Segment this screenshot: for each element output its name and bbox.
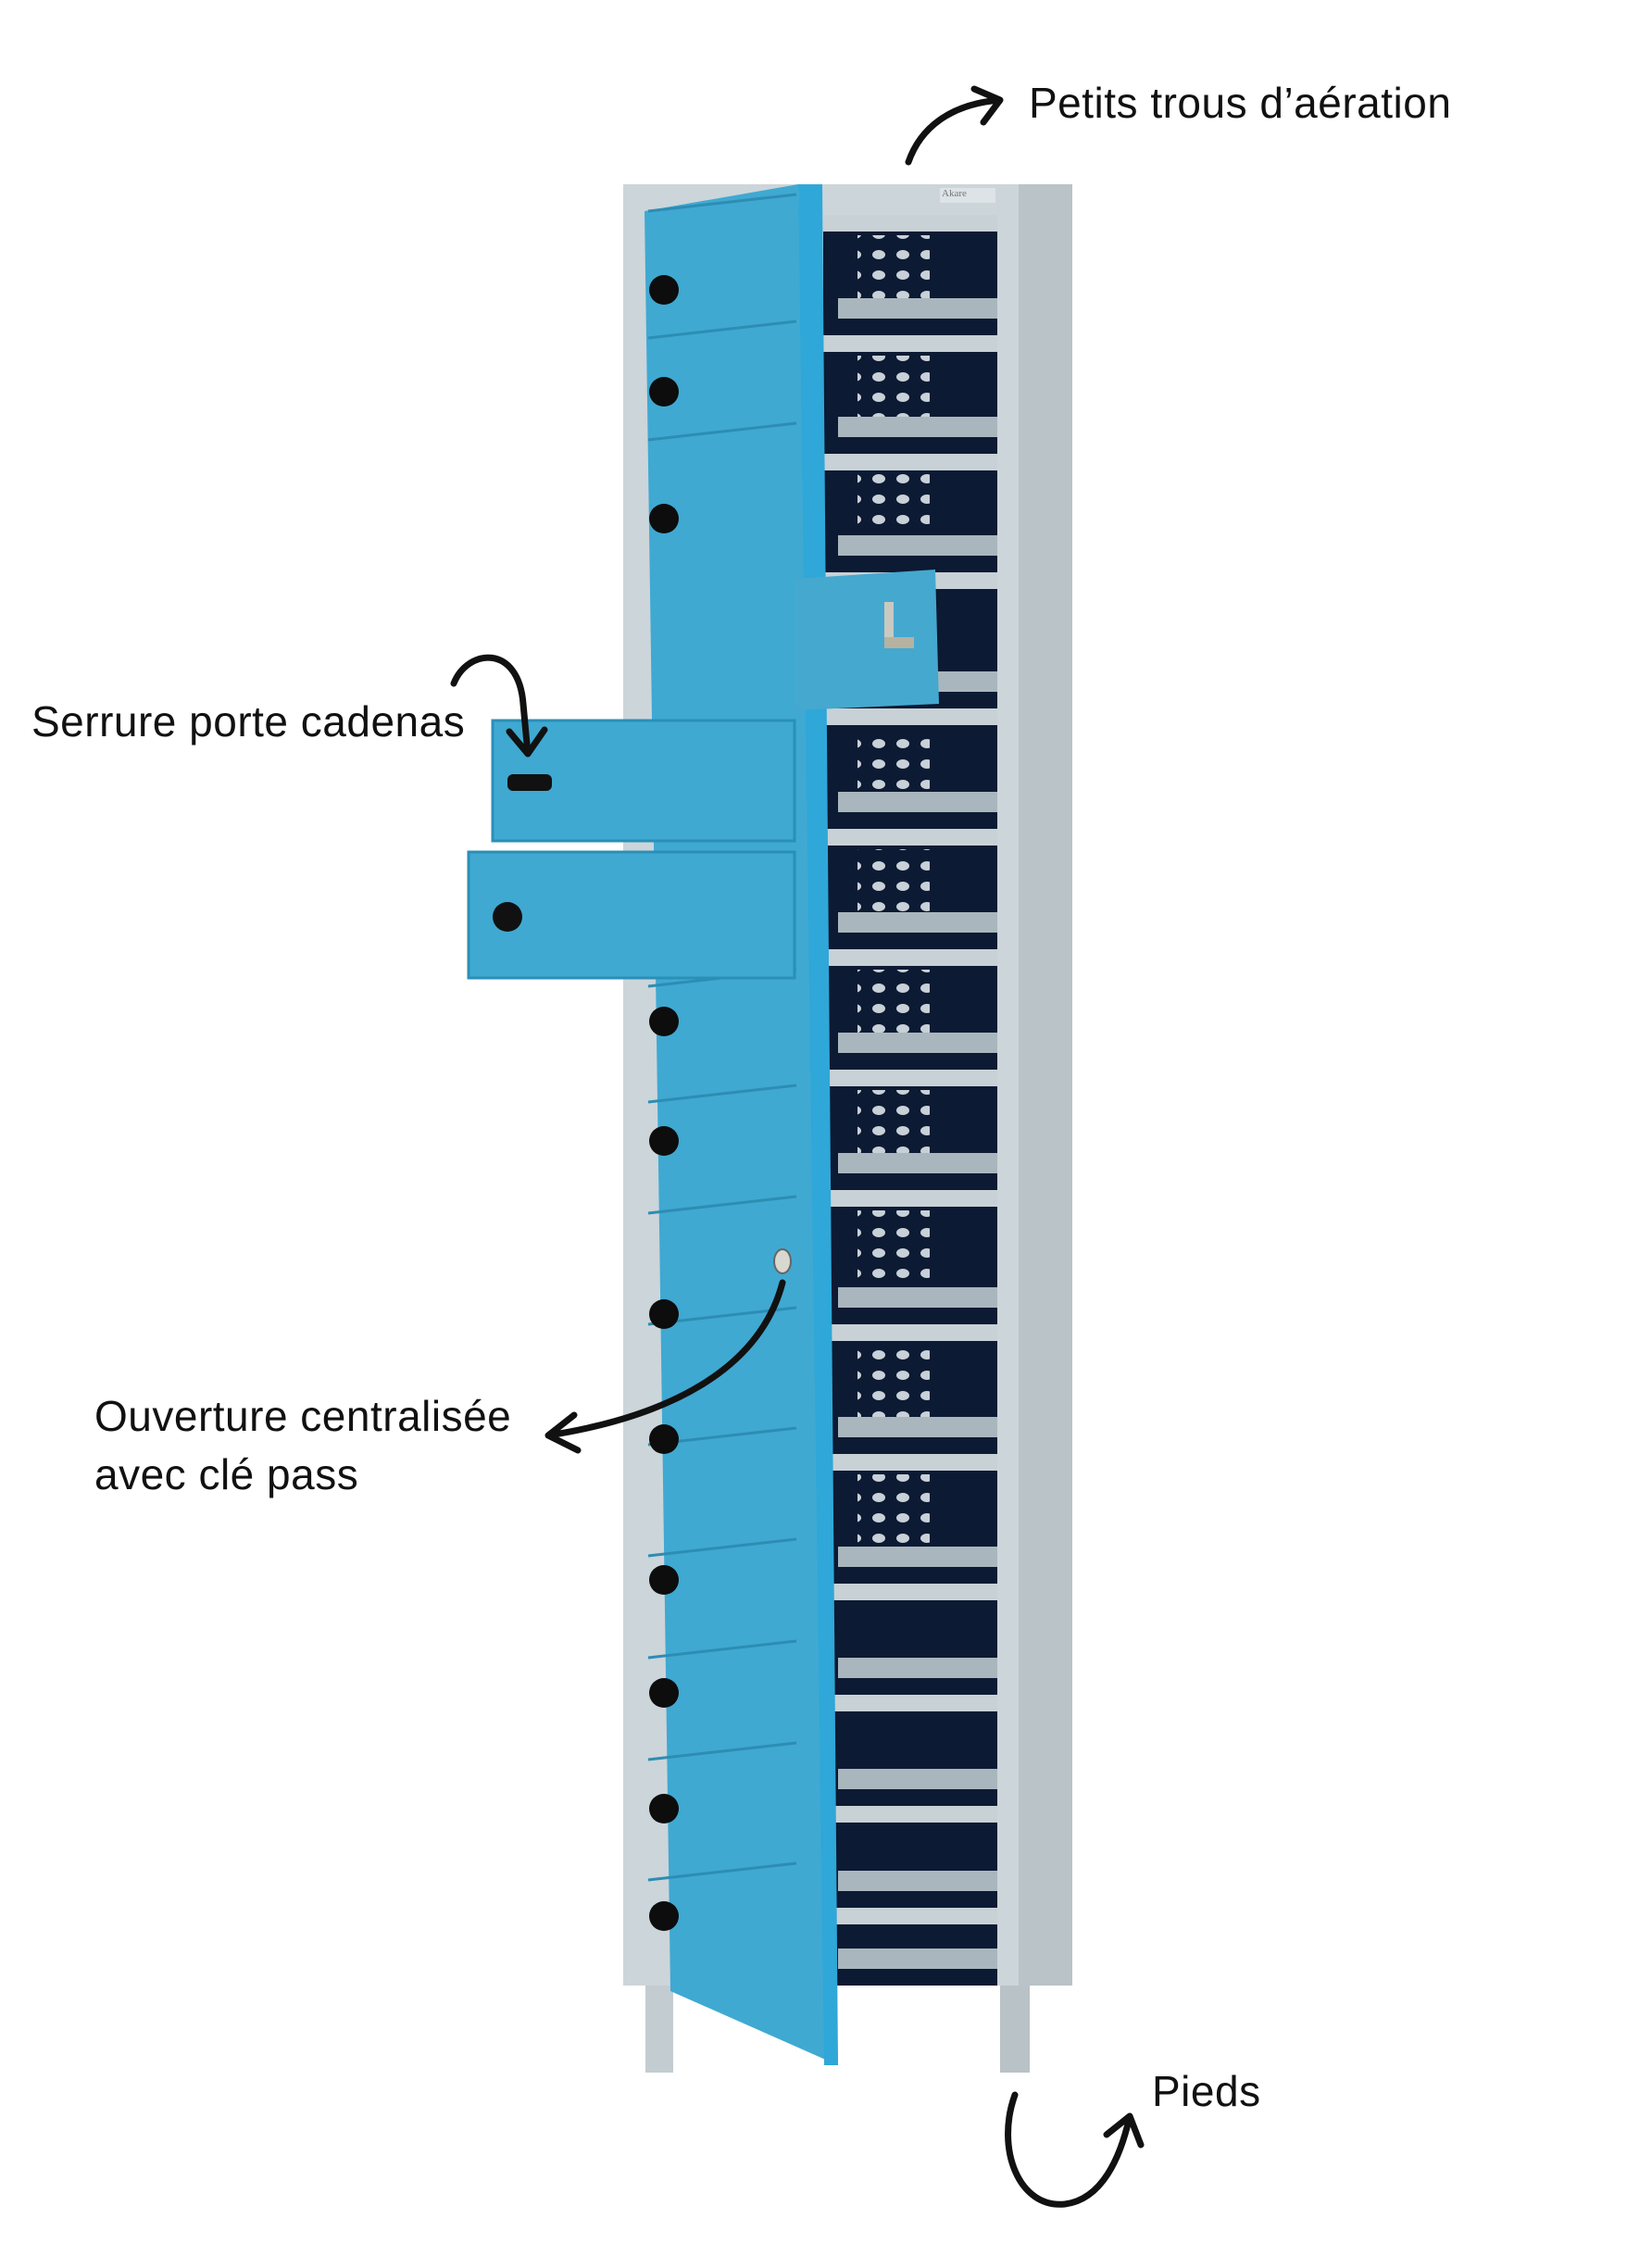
door-panel-seam bbox=[647, 1537, 797, 1558]
shelf bbox=[823, 949, 997, 966]
shelf bbox=[823, 1806, 997, 1823]
shelf bbox=[823, 454, 997, 470]
brand-plate-text: Akare bbox=[942, 188, 967, 199]
compartment-floor bbox=[838, 1948, 997, 1969]
door-panel-seam bbox=[647, 1195, 797, 1215]
leg-left bbox=[645, 1973, 673, 2073]
knob-lock-icon bbox=[649, 504, 679, 533]
open-door bbox=[645, 184, 838, 2065]
knob-lock-icon bbox=[649, 1678, 679, 1708]
compartment-floor bbox=[838, 298, 997, 319]
shelf bbox=[823, 829, 997, 846]
knob-lock-icon bbox=[649, 1126, 679, 1156]
label-padlock-lock: Serrure porte cadenas bbox=[31, 697, 466, 746]
compartment-floor bbox=[838, 1769, 997, 1789]
compartment-floor bbox=[838, 1547, 997, 1567]
small-door bbox=[795, 570, 939, 710]
label-central-opening-line2: avec clé pass bbox=[94, 1450, 359, 1498]
shelf bbox=[823, 335, 997, 352]
door-panel-seam bbox=[647, 1741, 797, 1761]
label-central-opening-line1: Ouverture centralisée bbox=[94, 1392, 512, 1440]
l-handle-icon bbox=[884, 602, 894, 644]
knob-lock-icon bbox=[649, 377, 679, 407]
l-handle-foot bbox=[884, 637, 914, 648]
shelf bbox=[823, 1908, 997, 1924]
door-panel-seam bbox=[647, 320, 797, 340]
shelf bbox=[823, 1324, 997, 1341]
label-feet: Pieds bbox=[1152, 2067, 1261, 2115]
shelf bbox=[823, 1584, 997, 1600]
brand-plate bbox=[940, 188, 995, 203]
door-panel-seam bbox=[647, 193, 797, 213]
compartment-floor bbox=[838, 1417, 997, 1437]
knob-icon bbox=[493, 902, 522, 932]
knob-lock-icon bbox=[649, 1794, 679, 1823]
knob-lock-icon bbox=[649, 1299, 679, 1329]
compartment-floor bbox=[838, 1658, 997, 1678]
compartment-floor bbox=[838, 1871, 997, 1891]
arrow-ventilation-icon bbox=[905, 85, 1004, 166]
compartment-floor bbox=[838, 535, 997, 556]
compartment-floor bbox=[838, 1153, 997, 1173]
padlock-hasp-icon bbox=[507, 774, 552, 791]
arrow-padlock-icon bbox=[450, 654, 548, 758]
shelf bbox=[823, 1070, 997, 1086]
compartment-floor bbox=[838, 912, 997, 933]
drawer-2 bbox=[467, 850, 796, 980]
door-panel-seam bbox=[647, 1084, 797, 1104]
compartment-floor bbox=[838, 417, 997, 437]
arrow-feet-icon bbox=[1005, 2091, 1145, 2208]
master-key-lock-icon bbox=[773, 1248, 792, 1274]
compartment-floor bbox=[838, 792, 997, 812]
cabinet-side bbox=[1019, 184, 1072, 1986]
compartment-floor bbox=[838, 1033, 997, 1053]
shelf bbox=[823, 1190, 997, 1207]
door-panel-seam bbox=[647, 1861, 797, 1882]
leg-right bbox=[1000, 1973, 1030, 2073]
label-ventilation-holes: Petits trous d’aération bbox=[1029, 79, 1452, 127]
shelf bbox=[823, 708, 997, 725]
door-panel-seam bbox=[647, 1639, 797, 1660]
knob-lock-icon bbox=[649, 1565, 679, 1595]
compartment-floor bbox=[838, 1287, 997, 1308]
knob-lock-icon bbox=[649, 275, 679, 305]
door-panel-seam bbox=[647, 421, 797, 442]
arrow-central-icon bbox=[544, 1279, 786, 1454]
knob-lock-icon bbox=[649, 1424, 679, 1454]
knob-lock-icon bbox=[649, 1007, 679, 1036]
shelf bbox=[823, 1454, 997, 1471]
knob-lock-icon bbox=[649, 1901, 679, 1931]
shelf bbox=[823, 215, 997, 232]
shelf bbox=[823, 1695, 997, 1711]
